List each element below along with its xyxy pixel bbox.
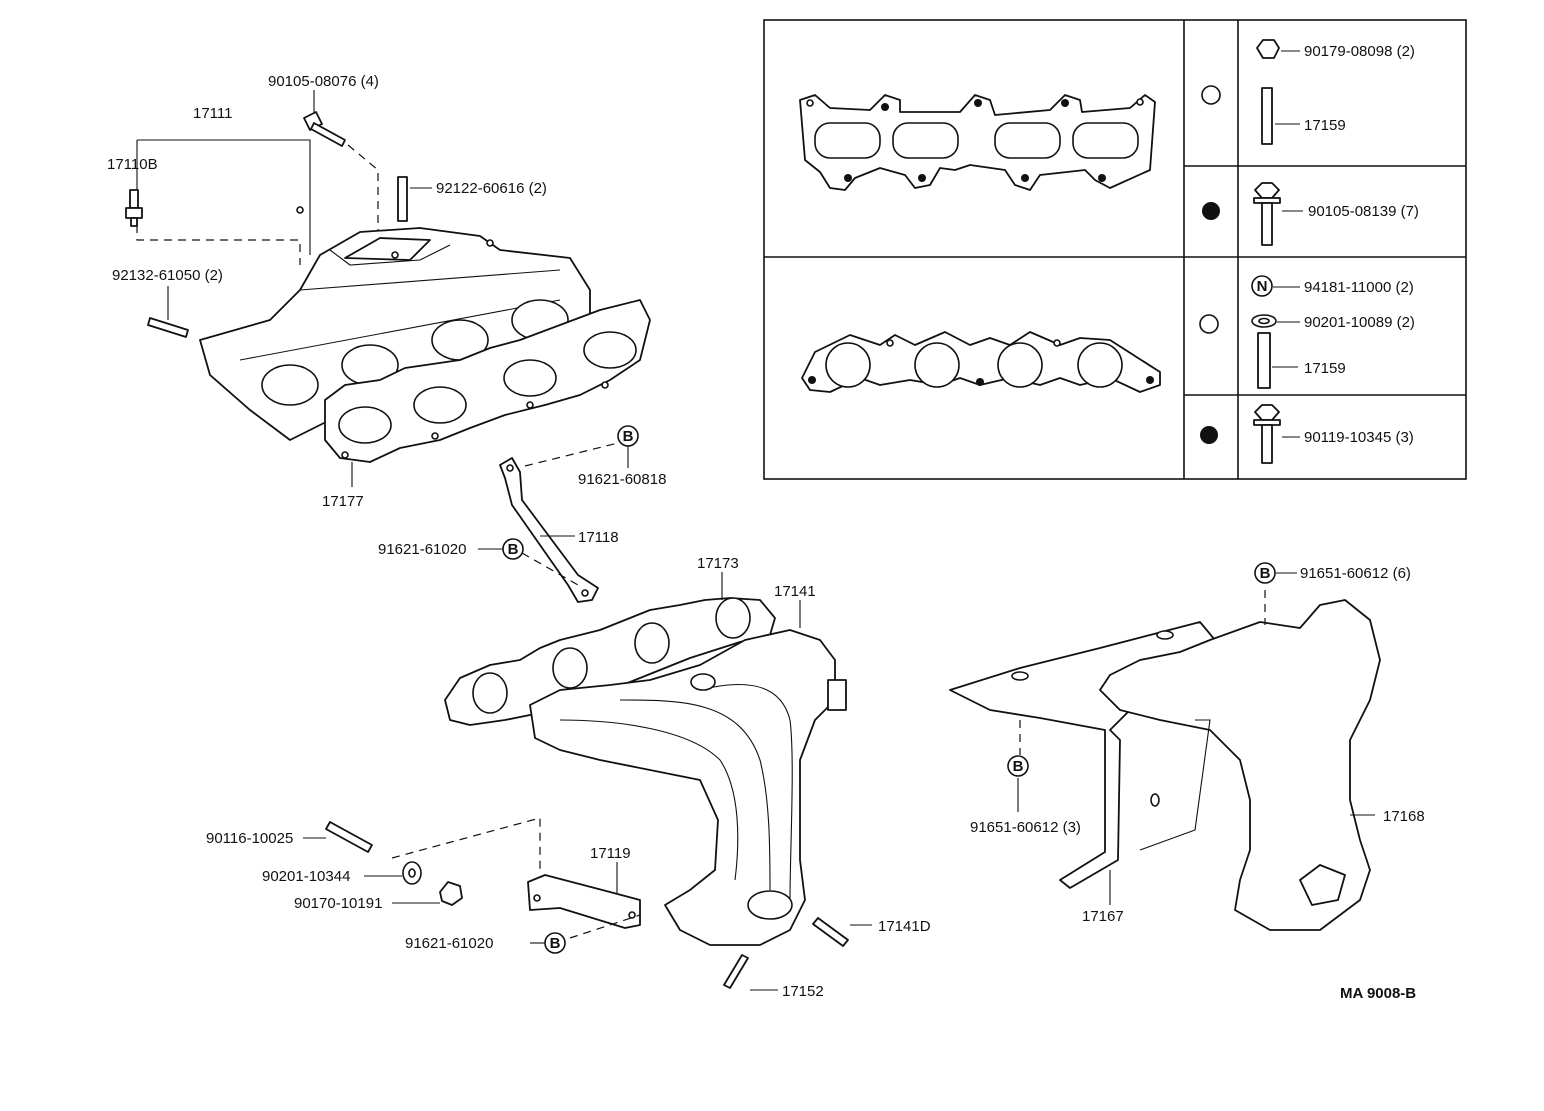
washer-90201-10089 (1251, 314, 1300, 328)
intake-gasket-17177 (324, 299, 651, 463)
label-90170-10191: 90170-10191 (294, 895, 382, 912)
manifold-stay-17118 (499, 442, 619, 603)
label-91651-60612-6: 91651-60612 (6) (1300, 565, 1411, 582)
label-17173: 17173 (697, 555, 739, 572)
label-17111: 17111 (193, 105, 233, 122)
diagram-code: MA 9008-B (1340, 985, 1416, 1002)
filled-circle-icon (1200, 426, 1218, 444)
label-17118: 17118 (578, 529, 619, 546)
label-90201-10089: 90201-10089 (2) (1304, 314, 1415, 331)
svg-text:B: B (508, 541, 519, 558)
nut-90179-08098 (1256, 39, 1300, 59)
bolt-90105-08139 (1253, 182, 1303, 246)
svg-text:N: N (1257, 278, 1268, 295)
label-17168: 17168 (1383, 808, 1425, 825)
label-90119-10345: 90119-10345 (3) (1304, 429, 1414, 446)
label-91621-61020-a: 91621-61020 (378, 541, 466, 558)
stud-17152 (723, 954, 778, 991)
svg-text:B: B (550, 935, 561, 952)
sensor-17110b (125, 189, 143, 227)
b-marker: B (530, 932, 566, 954)
label-92132-61050: 92132-61050 (2) (112, 267, 223, 284)
stud-92132-61050 (147, 286, 189, 338)
label-91621-61020-b: 91621-61020 (405, 935, 493, 952)
label-17159-b: 17159 (1304, 360, 1346, 377)
stud-92122-60616 (397, 176, 432, 222)
label-94181-11000: 94181-11000 (2) (1304, 279, 1414, 296)
manifold-bracket-17119 (391, 817, 641, 939)
label-17119: 17119 (590, 845, 631, 862)
b-marker: B (478, 538, 524, 560)
stud-17159-b (1257, 332, 1298, 389)
label-17167: 17167 (1082, 908, 1124, 925)
exhaust-gasket-variant (801, 331, 1161, 393)
intake-manifold-17111 (136, 139, 591, 441)
open-circle-icon (1201, 85, 1221, 105)
svg-text:B: B (623, 428, 634, 445)
exhaust-gasket-17173 (444, 572, 776, 726)
open-circle-icon (1199, 314, 1219, 334)
label-17141d: 17141D (878, 918, 931, 935)
label-17141: 17141 (774, 583, 816, 600)
label-17159-a: 17159 (1304, 117, 1346, 134)
label-91651-60612-3: 91651-60612 (3) (970, 819, 1081, 836)
b-marker: B (1254, 562, 1297, 584)
bolt-90119-10345 (1253, 404, 1300, 464)
exhaust-manifold-17141 (529, 600, 847, 946)
label-90105-08139: 90105-08139 (7) (1308, 203, 1419, 220)
svg-text:B: B (1013, 758, 1024, 775)
heat-insulator-17168 (1099, 590, 1381, 931)
stud-90116-10025 (303, 821, 373, 853)
filled-circle-icon (1202, 202, 1220, 220)
label-91621-60818: 91621-60818 (578, 471, 666, 488)
bolt-90105-08076 (303, 90, 379, 230)
stud-17141d (812, 917, 872, 947)
label-90116-10025: 90116-10025 (206, 830, 293, 847)
b-marker: B (1007, 755, 1029, 777)
inset-table: N (763, 19, 1467, 480)
nut-90170-10191 (392, 881, 463, 906)
n-marker-94181-11000: N (1251, 275, 1300, 297)
intake-gasket-variant (799, 94, 1156, 191)
washer-90201-10344 (364, 861, 422, 885)
label-90201-10344: 90201-10344 (262, 868, 350, 885)
label-90105-08076: 90105-08076 (4) (268, 73, 379, 90)
svg-text:B: B (1260, 565, 1271, 582)
stud-17159-a (1261, 87, 1300, 145)
label-17152: 17152 (782, 983, 824, 1000)
b-marker: B (617, 425, 639, 468)
label-17177: 17177 (322, 493, 364, 510)
label-92122-60616: 92122-60616 (2) (436, 180, 547, 197)
label-90179-08098: 90179-08098 (2) (1304, 43, 1415, 60)
label-17110b: 17110B (107, 156, 158, 173)
